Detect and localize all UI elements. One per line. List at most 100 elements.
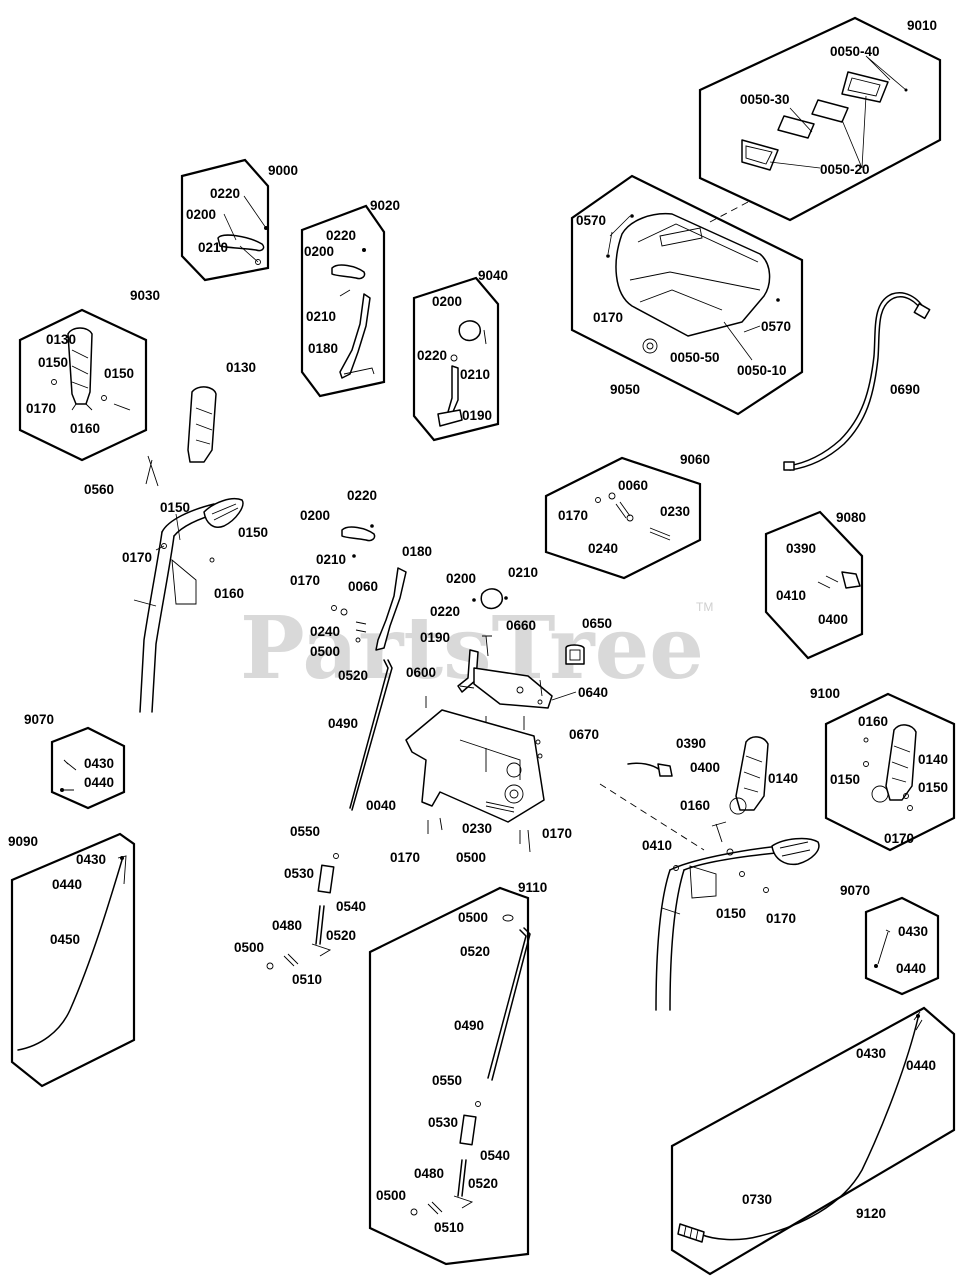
part-0690-label: 0690 [890,382,920,397]
kit-9110-0500b-label: 0500 [376,1188,406,1203]
kit-9000-label: 9000 [268,163,298,178]
small-0520-label: 0520 [326,928,356,943]
right-handle-assembly [599,736,820,1011]
center-0240-label: 0240 [310,624,340,639]
kit-9110-label: 9110 [518,880,547,895]
left-0160-label: 0160 [214,586,244,601]
kit-9050-0570b-label: 0570 [761,319,791,334]
kit-9070-right [864,896,940,996]
kit-9020-label: 9020 [370,198,400,213]
center-0060-label: 0060 [348,579,378,594]
dash-0040-label: 0040 [366,798,396,813]
kit-9100-0170-label: 0170 [884,831,914,846]
kit-9020-0180-label: 0180 [308,341,338,356]
kit-9000-0220-label: 0220 [210,186,240,201]
dash-0500-label: 0500 [456,850,486,865]
kit-9030-0150b-label: 0150 [104,366,134,381]
dash-0650-label: 0650 [582,616,612,631]
center-0220-label: 0220 [347,488,377,503]
kit-9080 [764,510,864,660]
center-0490-label: 0490 [328,716,358,731]
kit-9120 [670,1006,956,1276]
part-0050-40-label: 0050-40 [830,44,880,59]
center-lever-cluster [331,524,407,811]
dash-0230-label: 0230 [462,821,492,836]
kit-9110-0550-label: 0550 [432,1073,462,1088]
kit-9040-0220-label: 0220 [417,348,447,363]
left-0150a-label: 0150 [160,500,190,515]
right-0140-label: 0140 [768,771,798,786]
watermark-trademark: TM [696,600,713,614]
kit-9120-0440-label: 0440 [906,1058,936,1073]
left-0170-label: 0170 [122,550,152,565]
left-0130-label: 0130 [226,360,256,375]
kit-9000-0210-label: 0210 [198,240,228,255]
kit-9030-0160-label: 0160 [70,421,100,436]
small-0530-label: 0530 [284,866,314,881]
kit-9120-label: 9120 [856,1206,886,1221]
small-0500-label: 0500 [234,940,264,955]
kit-9080-0390-label: 0390 [786,541,816,556]
kit-9030 [18,308,148,462]
dash-0600-label: 0600 [406,665,436,680]
small-linkage-group [266,853,339,970]
dash-0220-label: 0220 [430,604,460,619]
kit-9040-label: 9040 [478,268,508,283]
kit-9060-0240-label: 0240 [588,541,618,556]
small-0480-label: 0480 [272,918,302,933]
kit-9010-label: 9010 [907,18,937,33]
dash-0640-label: 0640 [578,685,608,700]
dash-0670-label: 0670 [569,727,599,742]
dash-0170a-label: 0170 [542,826,572,841]
kit-9090 [10,832,136,1088]
center-0210-label: 0210 [316,552,346,567]
kit-9090-label: 9090 [8,834,38,849]
kit-9110-0520b-label: 0520 [468,1176,498,1191]
kit-9080-0410-label: 0410 [776,588,806,603]
kit-9090-0440-label: 0440 [52,877,82,892]
kit-9100-0140-label: 0140 [918,752,948,767]
center-0170-label: 0170 [290,573,320,588]
kit-9070-right-0440-label: 0440 [896,961,926,976]
kit-9050-label: 9050 [610,382,640,397]
dash-0660-label: 0660 [506,618,536,633]
kit-9120-0730-label: 0730 [742,1192,772,1207]
kit-9060 [544,456,702,580]
kit-9100 [824,692,956,852]
right-0400-label: 0400 [690,760,720,775]
kit-9110-0490-label: 0490 [454,1018,484,1033]
dash-bracket-cluster [405,588,585,853]
kit-9100-0160-label: 0160 [858,714,888,729]
small-0510-label: 0510 [292,972,322,987]
kit-9090-0430-label: 0430 [76,852,106,867]
kit-9110-0510-label: 0510 [434,1220,464,1235]
left-0560-label: 0560 [84,482,114,497]
kit-9110 [368,886,531,1266]
kit-9120-0430-label: 0430 [856,1046,886,1061]
kit-9030-0130-label: 0130 [46,332,76,347]
kit-9020 [300,204,386,398]
kit-9060-label: 9060 [680,452,710,467]
kit-9090-0450-label: 0450 [50,932,80,947]
right-0160-label: 0160 [680,798,710,813]
kit-9070-right-label: 9070 [840,883,870,898]
center-0520-label: 0520 [338,668,368,683]
left-0150b-label: 0150 [238,525,268,540]
center-0200-label: 0200 [300,508,330,523]
kit-9030-0170-label: 0170 [26,401,56,416]
dash-0210-label: 0210 [508,565,538,580]
kit-9110-0540-label: 0540 [480,1148,510,1163]
part-0050-30-label: 0050-30 [740,92,790,107]
kit-9040-0210-label: 0210 [460,367,490,382]
right-0170-label: 0170 [766,911,796,926]
kit-9100-0150b-label: 0150 [918,780,948,795]
part-0690-harness [783,292,931,471]
kit-9080-label: 9080 [836,510,866,525]
kit-9020-0210-label: 0210 [306,309,336,324]
kit-9110-0500a-label: 0500 [458,910,488,925]
kit-9060-0230-label: 0230 [660,504,690,519]
dash-0170b-label: 0170 [390,850,420,865]
kit-9100-0150a-label: 0150 [830,772,860,787]
part-0050-10-label: 0050-10 [737,363,787,378]
